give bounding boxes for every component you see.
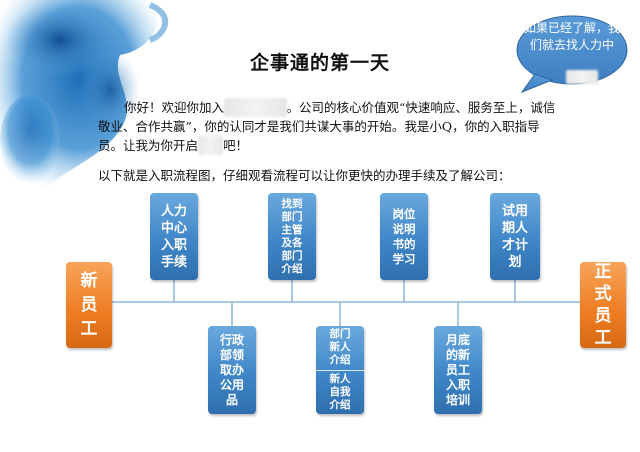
step-admin-office-supplies: 行政部领取办公用品 — [208, 326, 256, 414]
step-hr-onboarding: 人力中心入职手续 — [150, 193, 198, 280]
split-step-top: 部门新人介绍 — [316, 326, 364, 371]
end-node-regular-employee: 正式员工 — [580, 262, 626, 348]
step-month-end-training: 月底的新员工入职培训 — [434, 326, 482, 414]
split-step-bottom: 新人自我介绍 — [329, 372, 351, 411]
redacted-company-name: ＿＿＿＿＿ — [224, 98, 287, 117]
step-department-introductions: 部门新人介绍 新人自我介绍 — [316, 326, 364, 414]
bubble-text: 如果已经了解，我们就去找人力中 — [523, 21, 620, 52]
step-probation-plan: 试用期人才计划 — [490, 193, 540, 280]
page-title: 企事通的第一天 — [250, 52, 391, 74]
intro-text-b: 。公司的核心价值观“快速响应、服务至上，诚信敬业、合作共赢”，你的认同才是我们共… — [98, 100, 556, 153]
step-find-department-manager: 找到部门主管及各部门介绍 — [268, 193, 316, 280]
redacted-bubble-text — [566, 70, 598, 84]
speech-bubble — [516, 15, 628, 94]
redacted-text: ＿＿ — [198, 136, 224, 155]
intro-paragraph: 你好！欢迎你加入＿＿＿＿＿。公司的核心价值观“快速响应、服务至上，诚信敬业、合作… — [98, 98, 558, 155]
start-node-new-employee: 新员工 — [66, 262, 112, 348]
intro-text-c: 吧！ — [223, 138, 249, 153]
instruction-paragraph: 以下就是入职流程图，仔细观看流程可以让你更快的办理手续及了解公司： — [98, 168, 511, 183]
intro-text-a: 你好！欢迎你加入 — [124, 100, 225, 115]
step-job-description-study: 岗位说明书的学习 — [380, 193, 428, 280]
blue-ink-decoration — [0, 0, 169, 197]
